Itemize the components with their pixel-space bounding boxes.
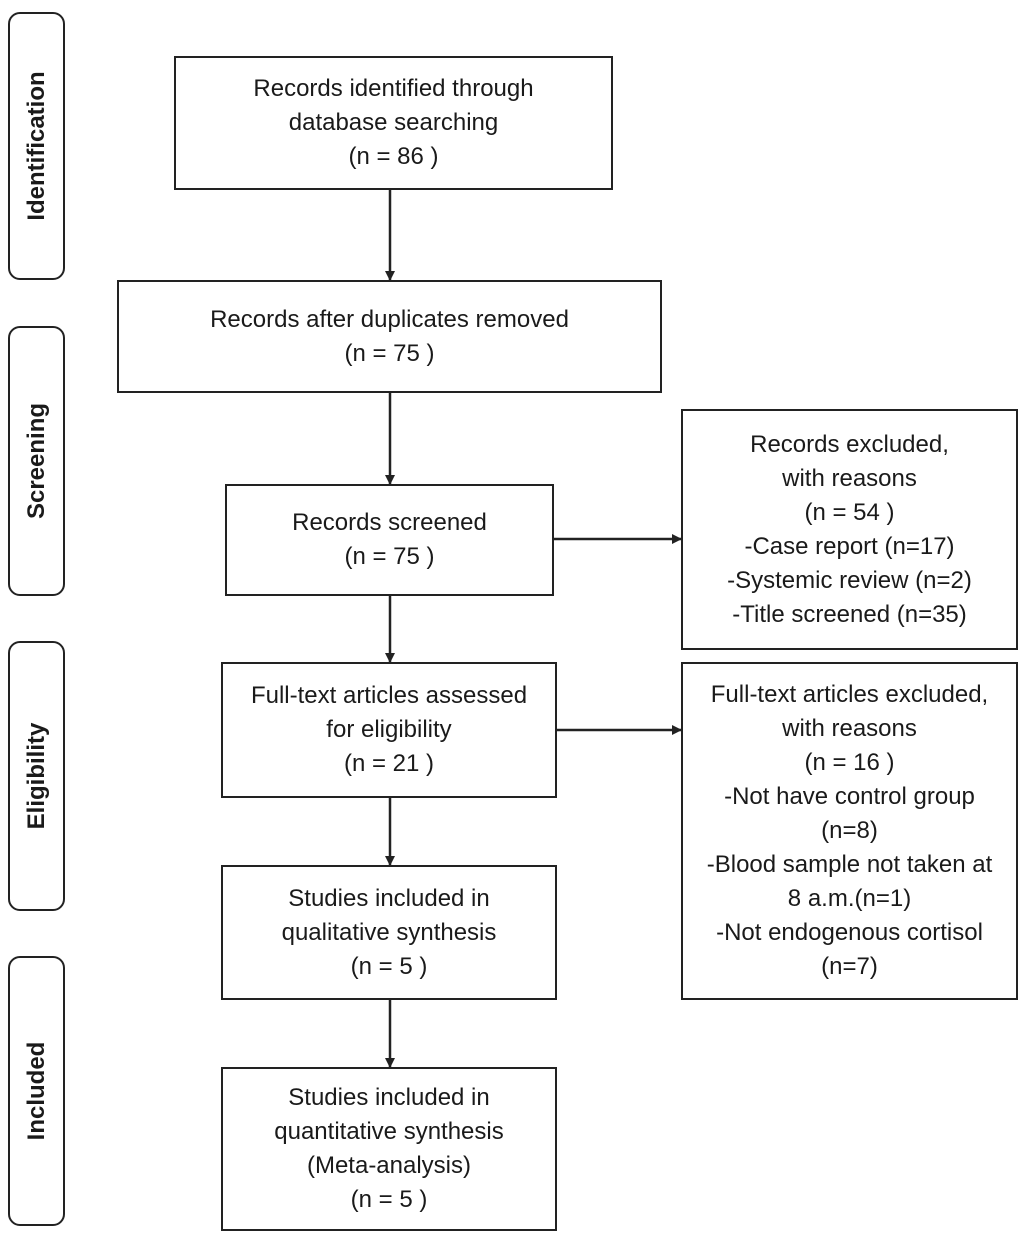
box-records-deduplicated: Records after duplicates removed (n = 75… (117, 280, 662, 393)
stage-included: Included (8, 956, 65, 1226)
box-records-excluded: Records excluded, with reasons (n = 54 )… (681, 409, 1018, 650)
box-records-screened: Records screened (n = 75 ) (225, 484, 554, 596)
stage-identification: Identification (8, 12, 65, 280)
stage-eligibility: Eligibility (8, 641, 65, 911)
box-fulltext-assessed: Full-text articles assessed for eligibil… (221, 662, 557, 798)
stage-screening: Screening (8, 326, 65, 596)
box-qualitative-synthesis: Studies included in qualitative synthesi… (221, 865, 557, 1000)
box-records-identified: Records identified through database sear… (174, 56, 613, 190)
box-quantitative-synthesis: Studies included in quantitative synthes… (221, 1067, 557, 1231)
box-fulltext-excluded: Full-text articles excluded, with reason… (681, 662, 1018, 1000)
